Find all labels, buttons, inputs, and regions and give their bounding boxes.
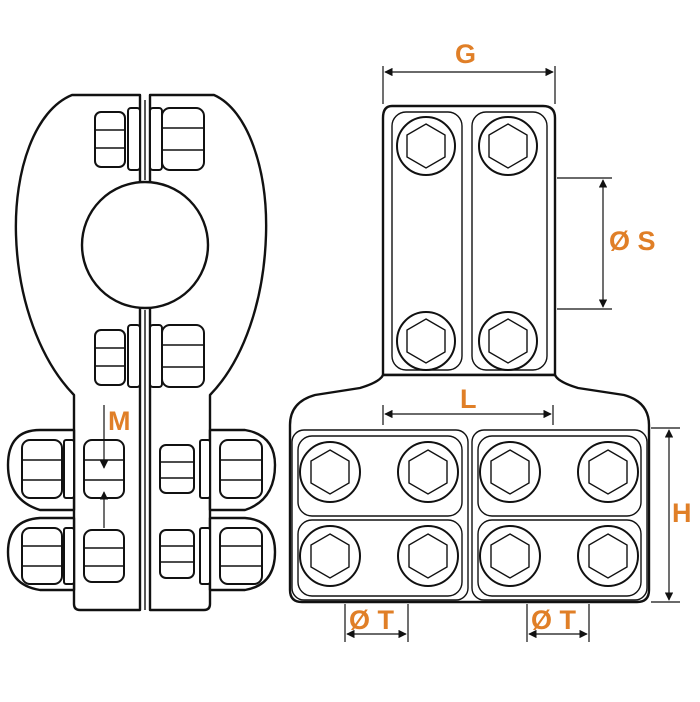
lower-palm-bolts: [299, 441, 639, 587]
t-left-dimension-label: Ø T: [349, 605, 395, 635]
l-dimension-label: L: [460, 384, 477, 414]
g-dimension-label: G: [455, 39, 476, 69]
lower-bolt-1: [21, 439, 263, 499]
side-view: M: [6, 93, 277, 612]
upper-palm-bolts: [396, 116, 538, 371]
s-dimension-label: Ø S: [609, 226, 656, 256]
m-dimension-label: M: [108, 406, 131, 436]
upper-bolt: [94, 107, 205, 171]
t-right-dimension-label: Ø T: [531, 605, 577, 635]
front-view: G Ø S L H Ø T Ø T: [288, 39, 692, 642]
lower-bolt-2: [21, 527, 263, 585]
h-dimension-label: H: [672, 498, 692, 528]
middle-bolt: [94, 324, 205, 388]
lower-plate-left: [291, 429, 469, 601]
lower-body: [288, 373, 651, 604]
cable-hole: [80, 180, 210, 310]
lower-plate-right: [471, 429, 648, 601]
